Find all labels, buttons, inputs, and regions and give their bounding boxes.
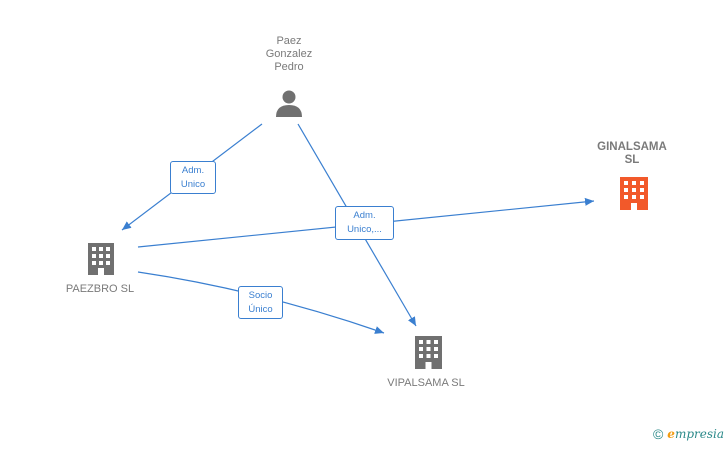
brand-footer[interactable]: © empresia: [653, 426, 724, 442]
company-label-vipalsama[interactable]: VIPALSAMA SL: [387, 377, 465, 389]
empresia-logo[interactable]: empresia: [667, 427, 724, 441]
building-icon-ginalsama[interactable]: [620, 177, 648, 210]
company-label-paezbro[interactable]: PAEZBRO SL: [65, 283, 135, 295]
person-icon[interactable]: [276, 90, 302, 118]
building-icon-vipalsama[interactable]: [415, 336, 442, 369]
company-label-ginalsama[interactable]: GINALSAMA SL: [597, 141, 667, 166]
person-label[interactable]: Paez Gonzalez Pedro: [265, 35, 313, 73]
copyright-symbol: ©: [652, 426, 664, 442]
edge-label-socio-unico: Socio Único: [238, 286, 283, 319]
edge-label-adm-unico: Adm. Unico: [170, 161, 216, 194]
edge-label-adm-unico-multi: Adm. Unico,...: [335, 206, 394, 240]
building-icon-paezbro[interactable]: [88, 243, 114, 275]
